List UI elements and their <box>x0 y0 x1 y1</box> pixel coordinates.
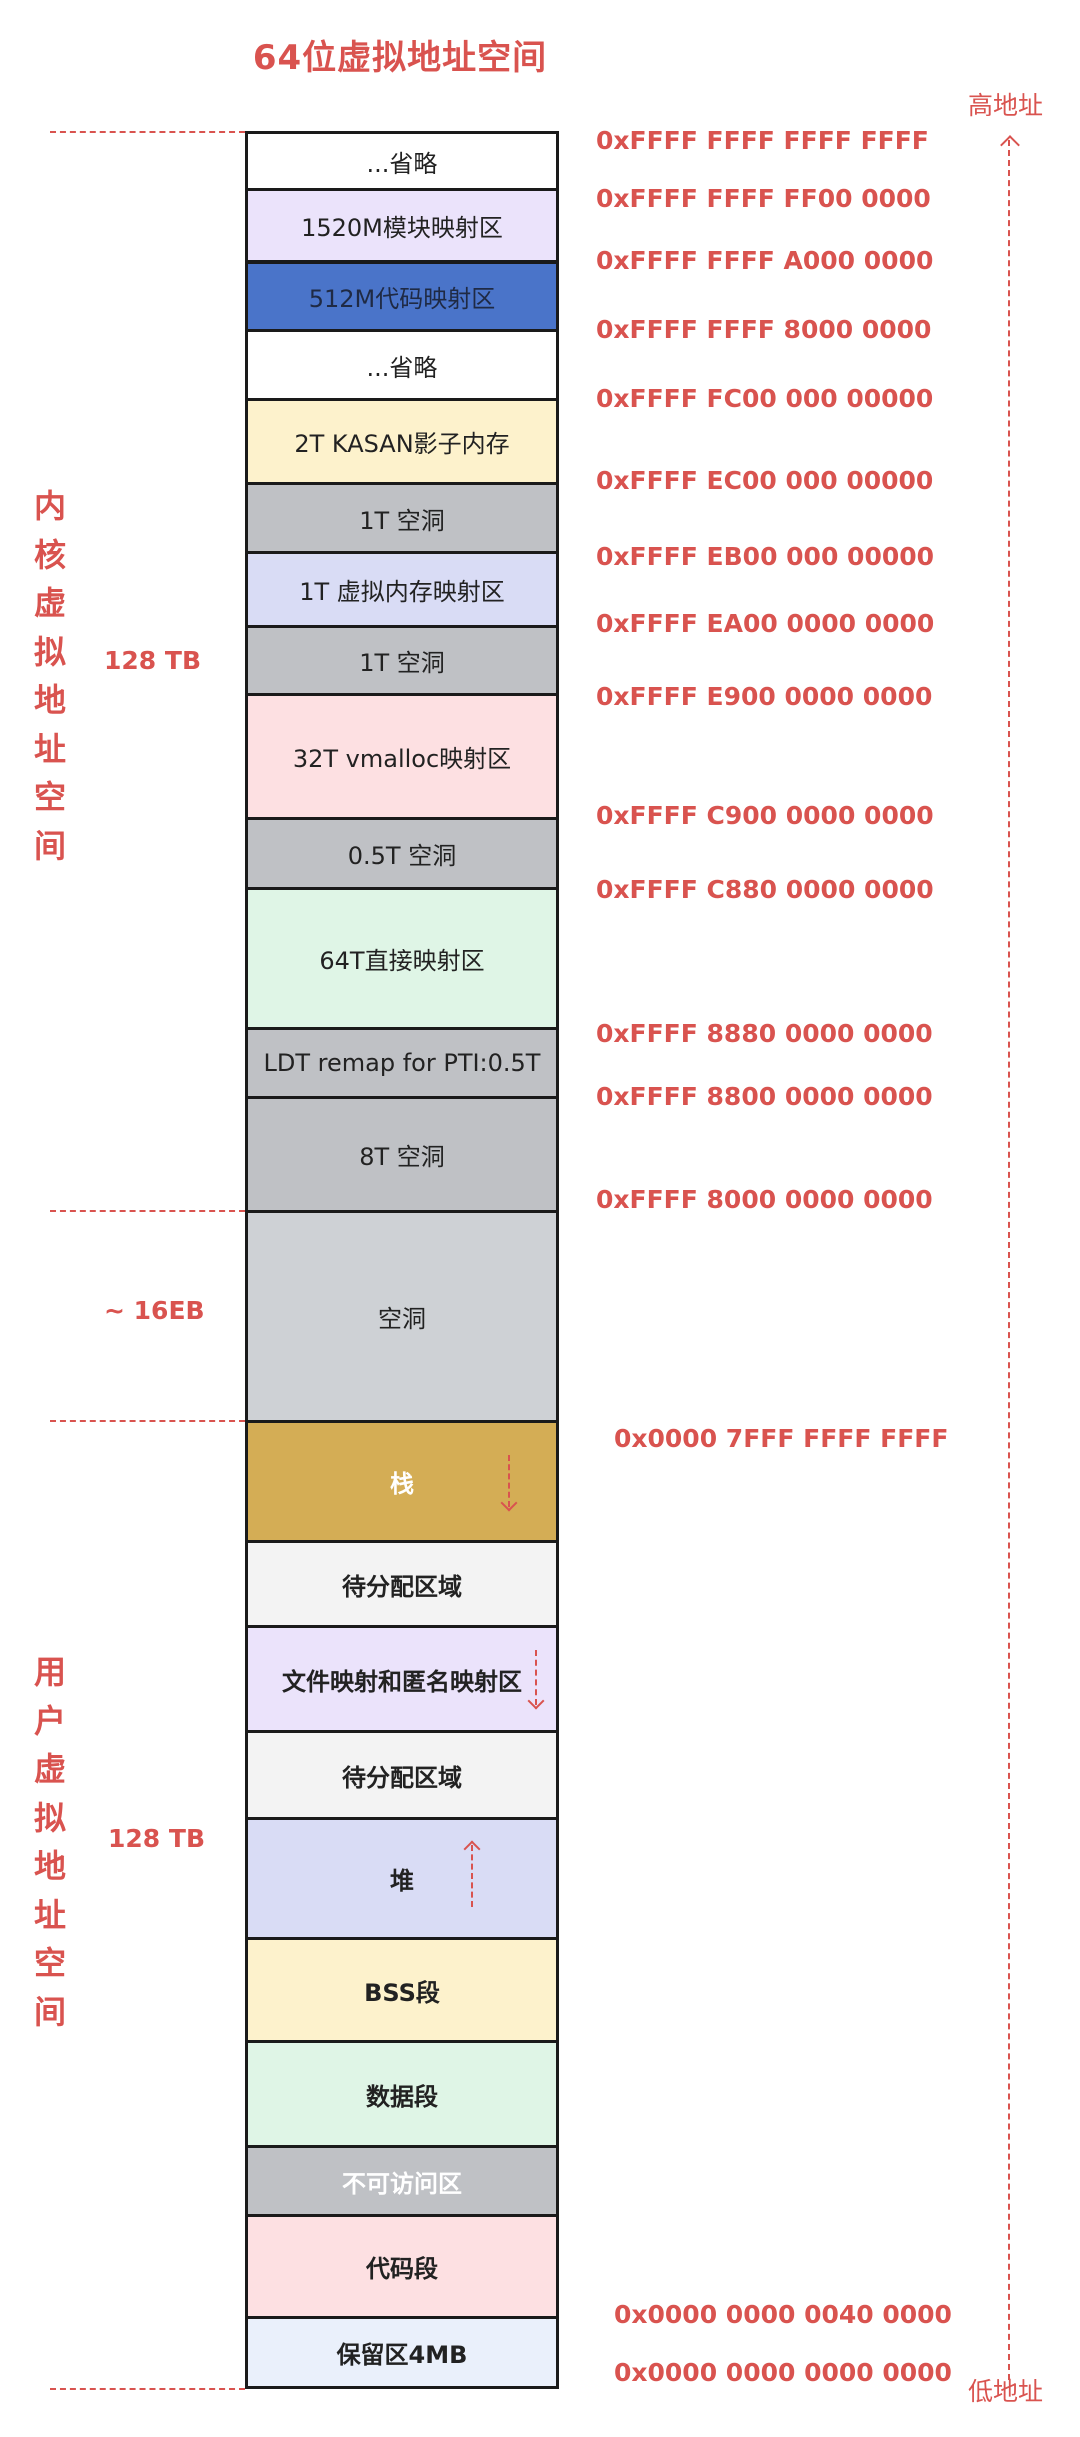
user-bottom-boundary <box>50 2388 245 2390</box>
kernel-block-vmalloc: 32T vmalloc映射区 <box>245 693 559 820</box>
address-label: 0x0000 7FFF FFFF FFFF <box>614 1424 949 1453</box>
address-label: 0xFFFF C880 0000 0000 <box>596 875 934 904</box>
address-label: 0xFFFF 8800 0000 0000 <box>596 1082 933 1111</box>
stack-label: 栈 <box>390 1470 414 1498</box>
user-size-label: 128 TB <box>108 1824 205 1853</box>
user-block-text: 代码段 <box>245 2214 559 2319</box>
kernel-top-boundary <box>50 131 245 133</box>
hole-size-label: ~ 16EB <box>104 1296 205 1325</box>
kernel-block-ldt-remap: LDT remap for PTI:0.5T <box>245 1027 559 1099</box>
up-arrow-icon <box>1000 135 1020 155</box>
kernel-block-module-map: 1520M模块映射区 <box>245 188 559 263</box>
user-top-boundary <box>50 1420 245 1422</box>
heap-grow-up-icon <box>471 1845 473 1907</box>
address-label: 0xFFFF C900 0000 0000 <box>596 801 934 830</box>
kernel-block-direct-map: 64T直接映射区 <box>245 887 559 1030</box>
address-label: 0xFFFF FFFF FF00 0000 <box>596 184 931 213</box>
kernel-block-code-map: 512M代码映射区 <box>245 260 559 332</box>
heap-label: 堆 <box>390 1867 414 1895</box>
address-label: 0xFFFF FC00 000 00000 <box>596 384 934 413</box>
address-label: 0xFFFF FFFF FFFF FFFF <box>596 126 929 155</box>
user-block-bss: BSS段 <box>245 1937 559 2043</box>
low-address-label: 低地址 <box>968 2377 1044 2406</box>
mmap-grow-down-icon <box>535 1650 537 1705</box>
kernel-block-hole-half-t: 0.5T 空洞 <box>245 817 559 890</box>
address-label: 0xFFFF E900 0000 0000 <box>596 682 933 711</box>
user-block-heap: 堆 <box>245 1817 559 1940</box>
user-space-label: 用 户 虚 拟 地 址 空 间 <box>33 1653 66 2031</box>
kernel-block-omitted-1: ...省略 <box>245 131 559 191</box>
kernel-size-label: 128 TB <box>104 646 201 675</box>
kernel-bottom-boundary <box>50 1210 245 1212</box>
kernel-block-hole-8t: 8T 空洞 <box>245 1096 559 1213</box>
user-block-data: 数据段 <box>245 2040 559 2148</box>
user-block-unallocated-2: 待分配区域 <box>245 1730 559 1820</box>
kernel-block-vmemmap: 1T 虚拟内存映射区 <box>245 551 559 628</box>
address-label: 0xFFFF EB00 000 00000 <box>596 542 935 571</box>
address-label: 0xFFFF FFFF 8000 0000 <box>596 315 932 344</box>
user-block-mmap: 文件映射和匿名映射区 <box>245 1625 559 1733</box>
user-block-reserved: 保留区4MB <box>245 2316 559 2389</box>
kernel-block-hole-1t-b: 1T 空洞 <box>245 625 559 696</box>
kernel-block-kasan: 2T KASAN影子内存 <box>245 398 559 485</box>
address-label: 0xFFFF EA00 0000 0000 <box>596 609 935 638</box>
address-direction-line <box>1008 140 1010 2380</box>
address-label: 0xFFFF 8880 0000 0000 <box>596 1019 933 1048</box>
canonical-hole-block: 空洞 <box>245 1210 559 1423</box>
kernel-block-hole-1t-a: 1T 空洞 <box>245 482 559 554</box>
address-label: 0x0000 0000 0040 0000 <box>614 2300 952 2329</box>
stack-grow-down-icon <box>508 1455 510 1507</box>
mmap-label: 文件映射和匿名映射区 <box>282 1667 522 1696</box>
address-label: 0x0000 0000 0000 0000 <box>614 2358 952 2387</box>
user-block-inaccessible: 不可访问区 <box>245 2145 559 2217</box>
kernel-space-label: 内 核 虚 拟 地 址 空 间 <box>33 487 66 865</box>
user-block-unallocated-1: 待分配区域 <box>245 1540 559 1628</box>
user-block-stack: 栈 <box>245 1420 559 1543</box>
diagram-title: 64位虚拟地址空间 <box>252 38 548 78</box>
kernel-block-omitted-2: ...省略 <box>245 329 559 401</box>
address-label: 0xFFFF 8000 0000 0000 <box>596 1185 933 1214</box>
address-label: 0xFFFF FFFF A000 0000 <box>596 246 934 275</box>
high-address-label: 高地址 <box>968 91 1044 120</box>
address-label: 0xFFFF EC00 000 00000 <box>596 466 934 495</box>
